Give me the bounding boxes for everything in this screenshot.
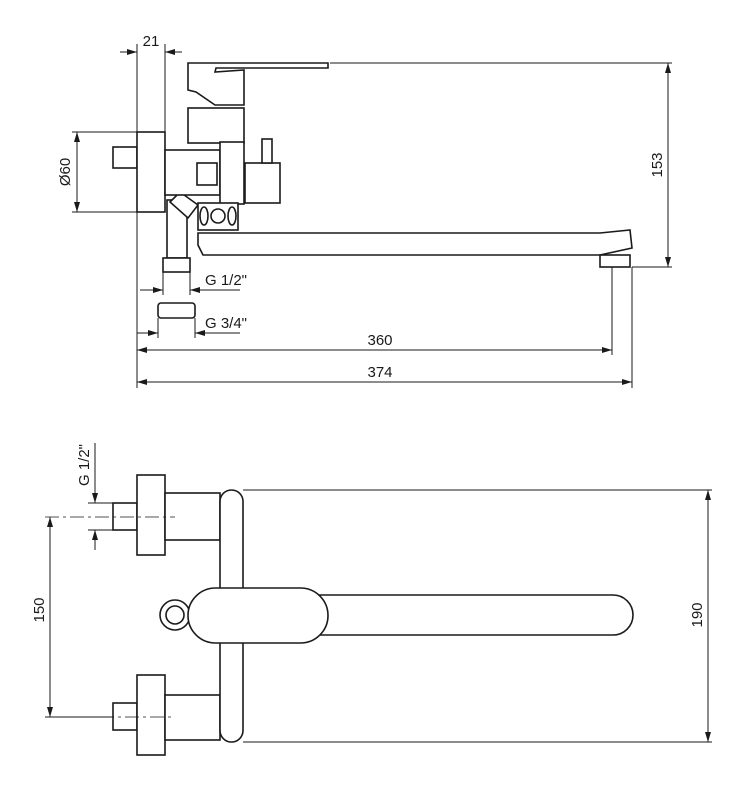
dim-inlet-spacing: 150: [31, 597, 48, 622]
side-view: 21 Ø60 153 G 1/2" G 3/4" 360 374: [57, 33, 672, 388]
wall-plate-upper: [136, 474, 166, 556]
wall-plate-lower: [136, 674, 166, 756]
aerator: [599, 254, 631, 268]
dim-plate-depth: 21: [143, 33, 160, 50]
inlet-stub-upper: [112, 502, 138, 531]
connector-upper: [164, 492, 221, 541]
spout-top: [299, 594, 634, 636]
wall-fitting: [157, 302, 196, 319]
dim-spout-reach: 360: [367, 332, 392, 349]
dim-inlet-thread: G 1/2": [205, 272, 247, 289]
mixer-body-top: [187, 587, 329, 644]
dim-plate-diameter: Ø60: [57, 158, 74, 186]
inlet-stub-lower: [112, 702, 138, 731]
wall-plate: [136, 131, 166, 213]
inlet-nut: [162, 257, 191, 273]
dim-wall-thread: G 3/4": [205, 315, 247, 332]
dim-height: 153: [649, 152, 666, 177]
diverter-box: [244, 162, 281, 204]
lever-handle: [187, 62, 329, 106]
body-column: [187, 107, 245, 144]
spout: [197, 229, 633, 256]
top-view: G 1/2" 150 190: [31, 443, 712, 756]
dim-inlet-thread-top: G 1/2": [76, 444, 93, 486]
body: [219, 141, 245, 205]
wall-stub: [112, 146, 138, 169]
connector-lower: [164, 694, 221, 741]
diverter-knob: [261, 138, 273, 164]
dim-total-width: 190: [689, 602, 706, 627]
dim-total-length: 374: [367, 364, 392, 381]
